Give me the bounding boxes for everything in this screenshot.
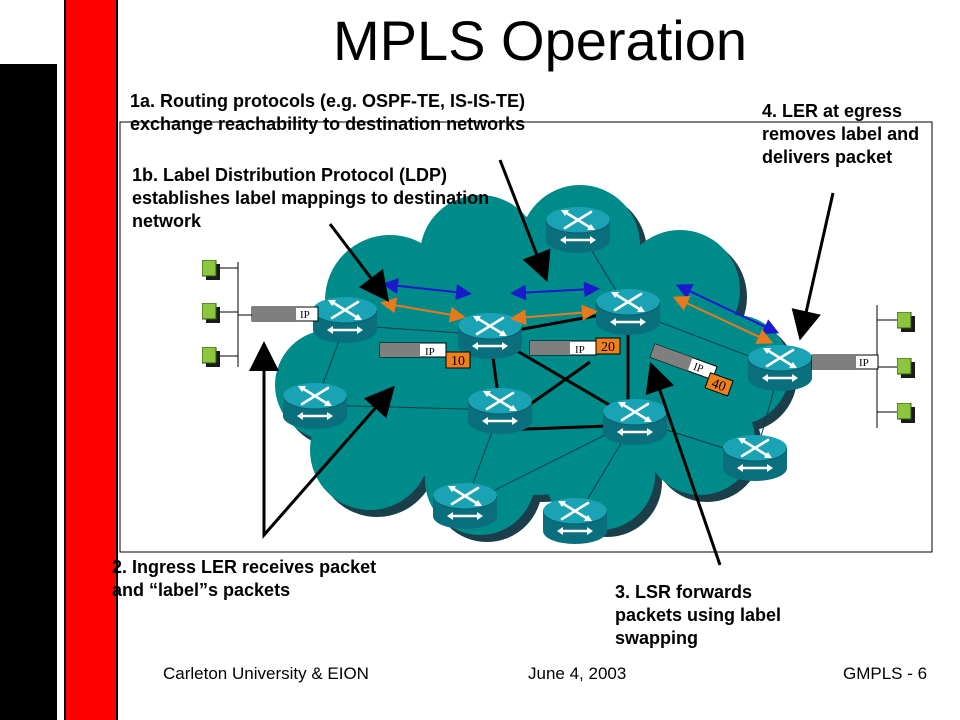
packet-label-20: IP 20 bbox=[529, 337, 621, 356]
router-r4 bbox=[596, 287, 660, 337]
label-20-text: 20 bbox=[601, 340, 615, 355]
packet-label-40: IP 40 bbox=[649, 343, 734, 397]
router-r9 bbox=[723, 433, 787, 483]
step-3-label: 3. LSR forwards packets using label swap… bbox=[615, 582, 782, 648]
step-4-label: 4. LER at egress removes label and deliv… bbox=[762, 101, 920, 167]
label-arrow-2 bbox=[510, 304, 598, 326]
label-40-text: 40 bbox=[709, 376, 727, 395]
footer-slide-number: GMPLS - 6 bbox=[843, 664, 928, 683]
right-host-bus bbox=[876, 305, 897, 428]
left-red-bar bbox=[64, 0, 118, 720]
left-host-bus bbox=[220, 262, 252, 367]
packet-ip-text: IP bbox=[859, 357, 869, 369]
host-left-3 bbox=[202, 347, 220, 367]
packet-egress: IP bbox=[811, 354, 879, 370]
host-right-3 bbox=[897, 403, 915, 423]
packet-ip-text: IP bbox=[575, 344, 585, 356]
routing-arrow-1 bbox=[382, 277, 472, 301]
step-1a-label: 1a. Routing protocols (e.g. OSPF-TE, IS-… bbox=[130, 91, 526, 134]
label-10-text: 10 bbox=[451, 354, 465, 369]
router-r6 bbox=[283, 381, 347, 431]
router-r3 bbox=[546, 205, 610, 255]
callout-arrow-3 bbox=[645, 361, 722, 566]
router-r8 bbox=[603, 397, 667, 447]
router-r7 bbox=[468, 386, 532, 436]
packet-ip-text: IP bbox=[425, 346, 435, 358]
router-r10 bbox=[433, 481, 497, 531]
packet-ip-text: IP bbox=[300, 309, 310, 321]
host-left-2 bbox=[202, 303, 220, 323]
callout-arrows bbox=[249, 159, 835, 566]
packet-label-10: IP 10 bbox=[379, 342, 471, 369]
host-right-2 bbox=[897, 358, 915, 378]
footer-date: June 4, 2003 bbox=[528, 664, 627, 683]
step-1b-label: 1b. Label Distribution Protocol (LDP) es… bbox=[132, 165, 490, 231]
callout-arrow-1a bbox=[498, 159, 551, 282]
label-arrow-1 bbox=[380, 297, 466, 323]
packet-ingress: IP bbox=[251, 306, 319, 322]
host-right-1 bbox=[897, 312, 915, 332]
footer-organization: Carleton University & EION bbox=[163, 664, 369, 683]
step-2-label: 2. Ingress LER receives packet and “labe… bbox=[112, 557, 377, 600]
router-r11 bbox=[543, 496, 607, 546]
callout-arrow-1b bbox=[328, 223, 390, 302]
callout-arrow-4 bbox=[791, 192, 835, 341]
slide-title: MPLS Operation bbox=[333, 9, 747, 72]
router-r1 bbox=[313, 295, 377, 345]
label-arrow-3 bbox=[672, 296, 774, 344]
router-r5 bbox=[748, 343, 812, 393]
routing-arrow-2 bbox=[510, 281, 600, 301]
host-left-1 bbox=[202, 260, 220, 280]
left-black-bar bbox=[0, 64, 57, 720]
diagram-frame bbox=[119, 121, 933, 553]
packet-ip-text: IP bbox=[692, 361, 705, 376]
